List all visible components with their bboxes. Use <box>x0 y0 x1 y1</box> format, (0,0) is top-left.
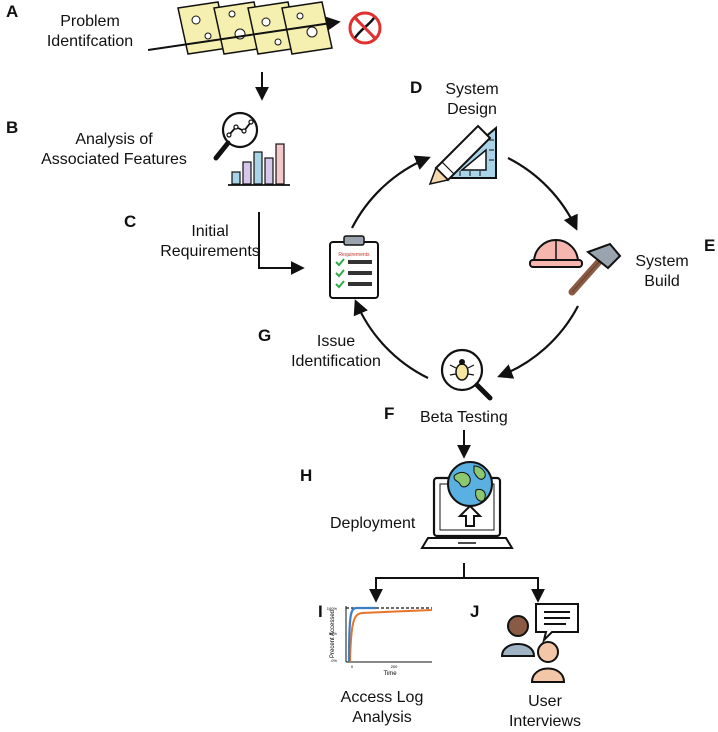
arc-c-to-d <box>351 155 431 229</box>
label-a-line1: Problem <box>60 13 120 30</box>
label-d: System Design <box>422 80 522 120</box>
ruler-pencil-icon <box>428 124 497 186</box>
hardhat-hammer-icon <box>529 239 622 296</box>
label-c-line1: Initial <box>191 223 229 240</box>
panel-letter-j: J <box>470 602 480 621</box>
arc-f-to-g <box>353 299 429 379</box>
mini-chart-xlabel: Time <box>383 671 397 677</box>
arc-d-to-e <box>507 157 578 231</box>
panel-letter-i: I <box>318 602 323 621</box>
label-j-line1: User <box>528 693 562 710</box>
label-a: Problem Identifcation <box>20 12 160 52</box>
panel-letter-f: F <box>384 404 395 423</box>
panel-letter-c: C <box>124 212 137 231</box>
label-c-line2: Requirements <box>160 243 260 260</box>
label-d-line2: Design <box>447 101 497 118</box>
label-j-line2: Interviews <box>508 713 582 730</box>
swiss-cheese-icon <box>177 1 333 55</box>
panel-letter-g: G <box>258 326 272 345</box>
label-e: System Build <box>620 252 704 292</box>
label-e-line2: Build <box>644 273 680 290</box>
feature-analysis-icon <box>213 111 290 186</box>
label-i-line1: Access Log <box>340 689 424 706</box>
cheese-arrow <box>147 16 341 51</box>
panel-letter-b: B <box>6 118 19 137</box>
branch-to-j <box>464 577 545 603</box>
label-b-line1: Analysis of <box>75 131 153 148</box>
arrow-b-to-c <box>258 212 305 275</box>
label-g: Issue Identification <box>274 332 398 372</box>
label-i: Access Log Analysis <box>320 688 444 728</box>
access-log-chart: 100% 50% 0% 0 200 Time Precent Accessed <box>327 606 433 677</box>
bug-search-icon <box>440 348 493 401</box>
label-g-line2: Identification <box>291 353 381 370</box>
label-j: User Interviews <box>500 692 590 732</box>
label-h: Deployment <box>330 515 416 532</box>
label-c: Initial Requirements <box>150 222 270 262</box>
clipboard-icon: Requirements <box>329 235 379 299</box>
branch-to-i <box>369 577 464 603</box>
panel-letter-h: H <box>300 466 313 485</box>
ytick-100: 100% <box>327 606 338 611</box>
user-interviews-icon <box>500 603 579 683</box>
panel-letter-a: A <box>6 2 19 21</box>
laptop-globe-icon <box>420 461 514 549</box>
label-f: Beta Testing <box>420 409 508 426</box>
no-dna-icon <box>348 11 382 45</box>
label-e-line1: System <box>635 253 689 270</box>
label-d-line1: System <box>445 81 499 98</box>
ytick-0: 0% <box>331 658 337 663</box>
xtick-0: 0 <box>351 664 354 669</box>
xtick-200: 200 <box>391 664 398 669</box>
label-a-line2: Identifcation <box>46 33 134 50</box>
panel-letter-e: E <box>704 236 716 255</box>
ytick-50: 50% <box>329 631 337 636</box>
label-b: Analysis of Associated Features <box>16 130 212 170</box>
panel-letter-d: D <box>410 78 423 97</box>
label-b-line2: Associated Features <box>41 151 187 168</box>
label-i-line2: Analysis <box>352 709 412 726</box>
label-g-line1: Issue <box>316 333 356 350</box>
mini-chart-ylabel: Precent Accessed <box>330 610 336 658</box>
clipboard-title: Requirements <box>338 252 370 258</box>
arc-e-to-f <box>497 305 579 379</box>
